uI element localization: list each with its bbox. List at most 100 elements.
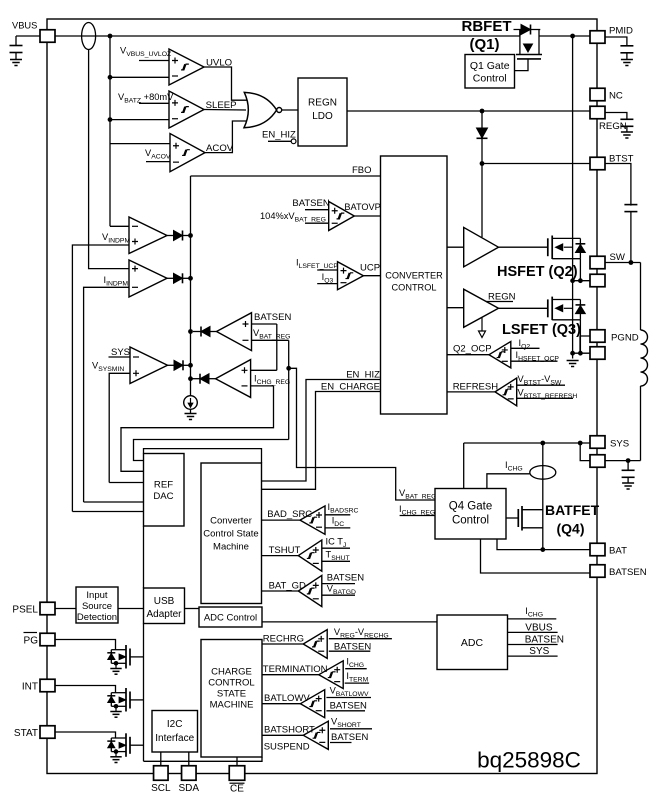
svg-text:Machine: Machine [213,542,249,553]
svg-text:bq25898C: bq25898C [477,748,581,773]
svg-text:UVLO: UVLO [206,58,232,69]
svg-text:REFRESH: REFRESH [453,382,499,393]
svg-text:VBATGD: VBATGD [327,584,356,597]
svg-text:VINDPM: VINDPM [102,232,130,245]
svg-text:IINDPM: IINDPM [104,275,129,288]
svg-text:VBATZ +80mV: VBATZ +80mV [118,92,174,105]
svg-text:IBADSRC: IBADSRC [328,502,359,515]
svg-text:(Q4): (Q4) [557,521,585,537]
svg-text:ICHG: ICHG [505,460,523,473]
svg-text:REGN: REGN [488,292,516,303]
svg-text:IHSFET_OCP: IHSFET_OCP [516,350,560,363]
svg-text:ICHG_REG: ICHG_REG [399,504,435,517]
svg-text:FBO: FBO [352,165,372,176]
svg-text:VBATLOWV: VBATLOWV [330,686,369,699]
svg-text:BATSEN: BATSEN [525,635,564,646]
svg-text:VREG-VRECHG: VREG-VRECHG [334,627,389,640]
svg-text:ADC: ADC [461,637,484,649]
svg-text:SYS: SYS [610,439,629,450]
svg-text:IC TJ: IC TJ [326,537,347,550]
svg-text:BATOVP: BATOVP [344,202,380,212]
svg-text:BAT_GD: BAT_GD [269,581,306,592]
svg-text:104%xVBAT_REG: 104%xVBAT_REG [260,211,326,224]
svg-text:ICHG_REG: ICHG_REG [254,374,290,387]
svg-text:BAT: BAT [609,546,627,557]
svg-text:ITERM: ITERM [346,671,368,684]
svg-text:INT: INT [22,682,38,693]
svg-text:STATE: STATE [217,689,246,700]
svg-text:STAT: STAT [14,728,38,739]
svg-text:REGN: REGN [308,98,337,109]
svg-text:MACHINE: MACHINE [210,700,254,711]
svg-text:LSFET (Q3): LSFET (Q3) [502,322,581,338]
svg-text:ILSFET_UCP: ILSFET_UCP [296,258,338,271]
svg-text:SYS: SYS [111,347,130,358]
svg-text:Source: Source [82,601,112,612]
svg-text:VBAT_REG: VBAT_REG [253,328,290,341]
svg-text:BATSEN: BATSEN [334,642,371,653]
svg-text:VBUS: VBUS [525,623,553,634]
svg-text:ICHG: ICHG [346,657,364,670]
svg-text:Control State: Control State [203,529,258,540]
svg-text:I2C: I2C [167,719,183,730]
svg-text:SUSPEND: SUSPEND [264,742,310,753]
svg-text:EN_HIZ: EN_HIZ [346,370,380,381]
svg-text:SYS: SYS [529,646,549,657]
svg-text:DAC: DAC [153,491,173,502]
svg-text:NC: NC [609,90,623,101]
svg-text:PSEL: PSEL [12,605,38,616]
svg-text:PG: PG [24,636,39,647]
svg-text:VBTST_REFRESH: VBTST_REFRESH [518,387,578,400]
svg-text:CONTROL: CONTROL [392,283,437,293]
svg-text:VBTST-VSW: VBTST-VSW [518,374,562,387]
svg-text:PMID: PMID [609,26,633,37]
svg-text:BTST: BTST [609,154,634,165]
svg-text:UCP: UCP [360,263,380,274]
svg-text:BATSHORT: BATSHORT [264,725,315,736]
svg-text:VSHORT: VSHORT [331,717,361,730]
svg-text:Converter: Converter [210,516,252,527]
svg-text:ADC Control: ADC Control [204,613,257,624]
svg-text:Detection: Detection [77,612,117,623]
svg-text:BATFET: BATFET [545,502,600,518]
svg-text:Input: Input [86,590,107,601]
svg-text:Q4 Gate: Q4 Gate [449,501,492,513]
svg-text:RBFET: RBFET [462,18,512,35]
svg-text:BATSEN: BATSEN [254,312,291,323]
svg-text:EN_CHARGE: EN_CHARGE [321,382,380,393]
svg-text:HSFET (Q2): HSFET (Q2) [497,264,578,280]
svg-text:CHARGE: CHARGE [211,667,252,678]
svg-text:SLEEP: SLEEP [206,100,237,111]
svg-text:Interface: Interface [155,733,194,744]
svg-text:EN_HIZ: EN_HIZ [262,130,296,141]
svg-text:CONTROL: CONTROL [208,678,254,689]
svg-text:TSHUT: TSHUT [269,545,301,556]
svg-text:IDC: IDC [332,516,345,529]
svg-text:VVBUS_UVLOZ: VVBUS_UVLOZ [120,46,171,59]
svg-text:CONVERTER: CONVERTER [385,271,443,281]
svg-text:PGND: PGND [611,333,639,344]
svg-text:BATSEN: BATSEN [331,732,368,743]
svg-text:Q1 Gate: Q1 Gate [470,60,510,72]
svg-text:REGN: REGN [599,121,627,132]
svg-text:(Q1): (Q1) [470,36,500,53]
svg-text:IQ3: IQ3 [322,272,334,285]
svg-text:BATSEN: BATSEN [330,701,367,712]
svg-text:VBUS: VBUS [12,21,37,31]
svg-text:VSYSMIN: VSYSMIN [92,361,124,374]
svg-text:Adapter: Adapter [146,609,182,620]
svg-text:REF: REF [154,480,173,491]
svg-text:VBAT_REG: VBAT_REG [399,488,436,501]
svg-text:VACOV: VACOV [145,148,171,161]
svg-text:Control: Control [452,515,489,527]
svg-text:SW: SW [610,252,626,263]
svg-text:BATLOWV: BATLOWV [264,693,310,704]
svg-text:BAD_SRC: BAD_SRC [267,509,312,520]
svg-text:RECHRG: RECHRG [263,634,304,645]
svg-text:BATSEN: BATSEN [609,567,647,578]
svg-text:Control: Control [473,73,507,85]
svg-text:BATSEN: BATSEN [292,198,329,209]
svg-text:TSHUT: TSHUT [326,550,350,563]
svg-text:LDO: LDO [312,111,333,122]
svg-text:BATSEN: BATSEN [327,573,364,584]
